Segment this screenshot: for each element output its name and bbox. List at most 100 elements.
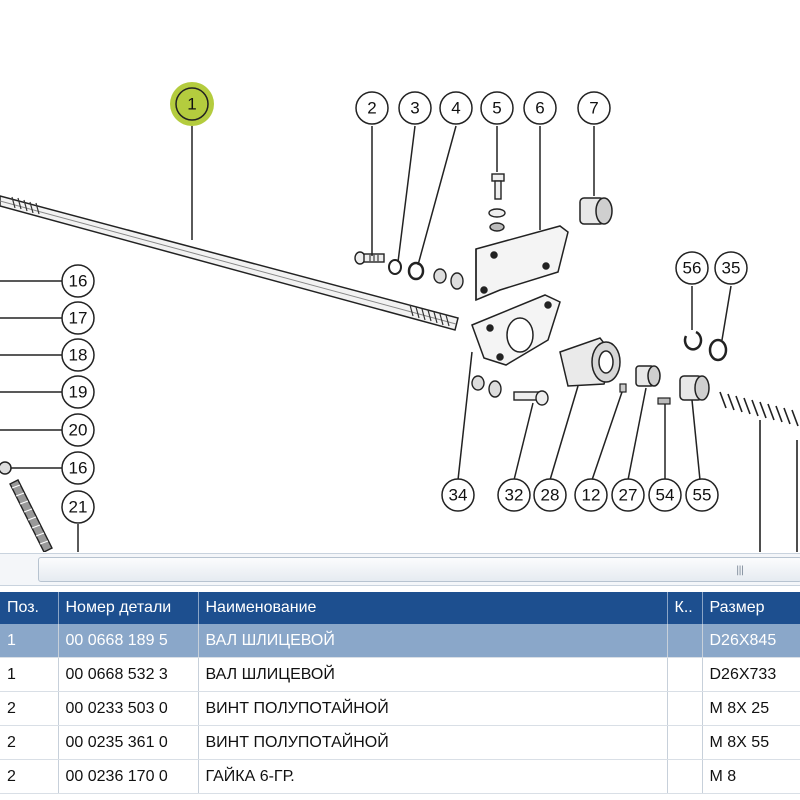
callout-2[interactable]: 2 bbox=[355, 91, 389, 125]
callout-27[interactable]: 27 bbox=[611, 478, 645, 512]
bolt-part bbox=[354, 251, 385, 265]
svg-text:2: 2 bbox=[367, 99, 376, 118]
svg-text:5: 5 bbox=[492, 99, 501, 118]
cell-size: M 8X 55 bbox=[702, 725, 800, 760]
cell-qty bbox=[667, 759, 703, 794]
svg-text:28: 28 bbox=[541, 486, 560, 505]
callout-21[interactable]: 21 bbox=[61, 490, 95, 524]
cell-part-number: 00 0233 503 0 bbox=[58, 691, 199, 726]
svg-text:17: 17 bbox=[69, 309, 88, 328]
spring-part bbox=[9, 479, 53, 552]
svg-text:7: 7 bbox=[589, 99, 598, 118]
svg-text:54: 54 bbox=[656, 486, 675, 505]
cell-name: ВИНТ ПОЛУПОТАЙНОЙ bbox=[198, 691, 668, 726]
cell-pos: 2 bbox=[0, 725, 59, 760]
table-row[interactable]: 2 00 0235 361 0 ВИНТ ПОЛУПОТАЙНОЙ M 8X 5… bbox=[0, 725, 800, 760]
pin-part bbox=[657, 397, 671, 405]
column-header-part-number[interactable]: Номер детали bbox=[58, 592, 199, 624]
table-row[interactable]: 1 00 0668 532 3 ВАЛ ШЛИЦЕВОЙ D26X733 bbox=[0, 657, 800, 692]
washer-part bbox=[407, 261, 425, 281]
washer-part bbox=[0, 461, 12, 475]
spring-part bbox=[719, 391, 799, 552]
parts-table: Поз. Номер детали Наименование К.. Разме… bbox=[0, 592, 800, 794]
bushing-part bbox=[679, 375, 710, 401]
svg-text:55: 55 bbox=[693, 486, 712, 505]
callout-35[interactable]: 35 bbox=[714, 251, 748, 285]
callout-55[interactable]: 55 bbox=[685, 478, 719, 512]
column-header-qty[interactable]: К.. bbox=[667, 592, 703, 624]
callout-32[interactable]: 32 bbox=[497, 478, 531, 512]
svg-text:4: 4 bbox=[451, 99, 460, 118]
svg-text:3: 3 bbox=[410, 99, 419, 118]
svg-text:21: 21 bbox=[69, 498, 88, 517]
cell-qty bbox=[667, 691, 703, 726]
column-header-pos[interactable]: Поз. bbox=[0, 592, 59, 624]
bracket-part bbox=[475, 225, 569, 302]
bolt-part bbox=[513, 390, 549, 406]
svg-text:32: 32 bbox=[505, 486, 524, 505]
washer-part bbox=[388, 259, 402, 275]
callout-5[interactable]: 5 bbox=[480, 91, 514, 125]
washer-part bbox=[708, 338, 728, 362]
callout-1[interactable]: 1 bbox=[170, 82, 214, 126]
scrollbar-thumb[interactable]: ||| bbox=[38, 557, 800, 582]
parts-diagram: 1 2 3 4 5 6 7 16 17 18 19 20 16 21 56 35… bbox=[0, 82, 799, 552]
scrollbar-grip-icon: ||| bbox=[736, 565, 744, 576]
callout-12[interactable]: 12 bbox=[574, 478, 608, 512]
callout-20[interactable]: 20 bbox=[61, 413, 95, 447]
callout-18[interactable]: 18 bbox=[61, 338, 95, 372]
callout-3[interactable]: 3 bbox=[398, 91, 432, 125]
callout-34[interactable]: 34 bbox=[441, 478, 475, 512]
cell-pos: 2 bbox=[0, 759, 59, 794]
cell-size: D26X733 bbox=[702, 657, 800, 692]
circlip-part bbox=[683, 330, 703, 351]
svg-text:16: 16 bbox=[69, 459, 88, 478]
column-header-name[interactable]: Наименование bbox=[198, 592, 668, 624]
horizontal-scrollbar[interactable]: ||| bbox=[0, 553, 800, 586]
cell-size: D26X845 bbox=[702, 624, 800, 658]
table-header-row: Поз. Номер детали Наименование К.. Разме… bbox=[0, 592, 800, 624]
cell-name: ВАЛ ШЛИЦЕВОЙ bbox=[198, 624, 668, 658]
svg-text:27: 27 bbox=[619, 486, 638, 505]
svg-text:34: 34 bbox=[449, 486, 468, 505]
svg-text:19: 19 bbox=[69, 383, 88, 402]
cell-size: M 8X 25 bbox=[702, 691, 800, 726]
callout-19[interactable]: 19 bbox=[61, 375, 95, 409]
callout-16[interactable]: 16 bbox=[61, 264, 95, 298]
callout-6[interactable]: 6 bbox=[523, 91, 557, 125]
cell-part-number: 00 0236 170 0 bbox=[58, 759, 199, 794]
callout-16b[interactable]: 16 bbox=[61, 451, 95, 485]
bearing-housing-part bbox=[559, 337, 621, 387]
cell-part-number: 00 0235 361 0 bbox=[58, 725, 199, 760]
cell-qty bbox=[667, 657, 703, 692]
callout-4[interactable]: 4 bbox=[439, 91, 473, 125]
spline-shaft-part bbox=[0, 195, 459, 331]
bushing-part bbox=[635, 365, 661, 387]
cell-pos: 1 bbox=[0, 657, 59, 692]
cell-name: ВИНТ ПОЛУПОТАЙНОЙ bbox=[198, 725, 668, 760]
bolt-part bbox=[488, 173, 506, 232]
cell-part-number: 00 0668 532 3 bbox=[58, 657, 199, 692]
exploded-view-drawing: 1 2 3 4 5 6 7 16 17 18 19 20 16 21 56 35… bbox=[0, 82, 799, 552]
left-leaders bbox=[0, 280, 79, 552]
cell-part-number: 00 0668 189 5 bbox=[58, 624, 199, 658]
callout-17[interactable]: 17 bbox=[61, 301, 95, 335]
cell-size: M 8 bbox=[702, 759, 800, 794]
pin-part bbox=[619, 383, 627, 393]
callout-28[interactable]: 28 bbox=[533, 478, 567, 512]
svg-text:35: 35 bbox=[722, 259, 741, 278]
table-row[interactable]: 2 00 0233 503 0 ВИНТ ПОЛУПОТАЙНОЙ M 8X 2… bbox=[0, 691, 800, 726]
svg-text:18: 18 bbox=[69, 346, 88, 365]
column-header-size[interactable]: Размер bbox=[702, 592, 800, 624]
table-row-selected[interactable]: 1 00 0668 189 5 ВАЛ ШЛИЦЕВОЙ D26X845 bbox=[0, 624, 800, 658]
cell-qty bbox=[667, 725, 703, 760]
svg-text:56: 56 bbox=[683, 259, 702, 278]
flange-plate-part bbox=[471, 294, 561, 366]
table-row[interactable]: 2 00 0236 170 0 ГАЙКА 6-ГР. M 8 bbox=[0, 759, 800, 794]
callout-54[interactable]: 54 bbox=[648, 478, 682, 512]
callout-56[interactable]: 56 bbox=[675, 251, 709, 285]
callout-7[interactable]: 7 bbox=[577, 91, 611, 125]
svg-text:1: 1 bbox=[187, 95, 196, 114]
cell-name: ВАЛ ШЛИЦЕВОЙ bbox=[198, 657, 668, 692]
svg-text:12: 12 bbox=[582, 486, 601, 505]
